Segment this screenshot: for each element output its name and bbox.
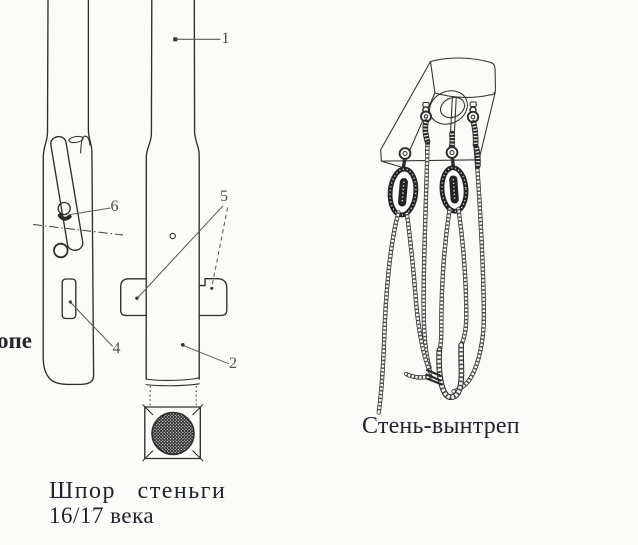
lower-right-eyebolt [445, 130, 459, 170]
callout-leader-lines [68, 37, 229, 365]
mortise-slot [61, 278, 77, 320]
cap-hole-outer [429, 90, 468, 125]
topmast-heel-side-view [32, 0, 124, 386]
fid [50, 135, 84, 259]
heel-cross-section [142, 404, 204, 462]
front-right-edge [193, 0, 200, 380]
right-block [439, 165, 469, 214]
callout-1-label: 1 [221, 30, 230, 47]
side-view-outline [42, 0, 95, 386]
sheave-pin-hole [169, 232, 176, 240]
right-cheek [198, 278, 228, 317]
left-cheek [120, 278, 147, 317]
fid-lower-end [53, 242, 69, 259]
left-figure-caption-subtitle: 16/17 века [49, 503, 155, 529]
fid-band [57, 213, 72, 221]
cropped-edge-text: опе [0, 328, 32, 353]
top-rope-falls [379, 209, 467, 413]
cross-section-hatched-circle [151, 411, 195, 456]
callout-2-label: 2 [229, 354, 237, 372]
right-figure-caption: Стень-вынтреп [362, 413, 520, 439]
topmast-heel-front-view [120, 0, 228, 462]
left-block [387, 166, 419, 218]
fid-centerline [32, 224, 124, 236]
front-left-edge [145, 0, 153, 380]
rope-seizing-knot [425, 368, 444, 386]
upper-right-eyebolt [466, 101, 481, 169]
callout-4-label: 4 [112, 339, 121, 357]
left-figure-caption: Шпор стеньги 16/17 века [49, 479, 226, 528]
upper-left-eyebolt [420, 101, 432, 145]
cap-hole-inner [439, 96, 466, 119]
callout-6-label: 6 [110, 197, 119, 215]
left-figure-caption-title: Шпор стеньги [49, 478, 227, 504]
fid-ring-detail [57, 201, 71, 216]
top-rope-figure [379, 57, 496, 413]
callout-5-label: 5 [220, 187, 228, 205]
fid-mortise-edge [80, 135, 91, 154]
